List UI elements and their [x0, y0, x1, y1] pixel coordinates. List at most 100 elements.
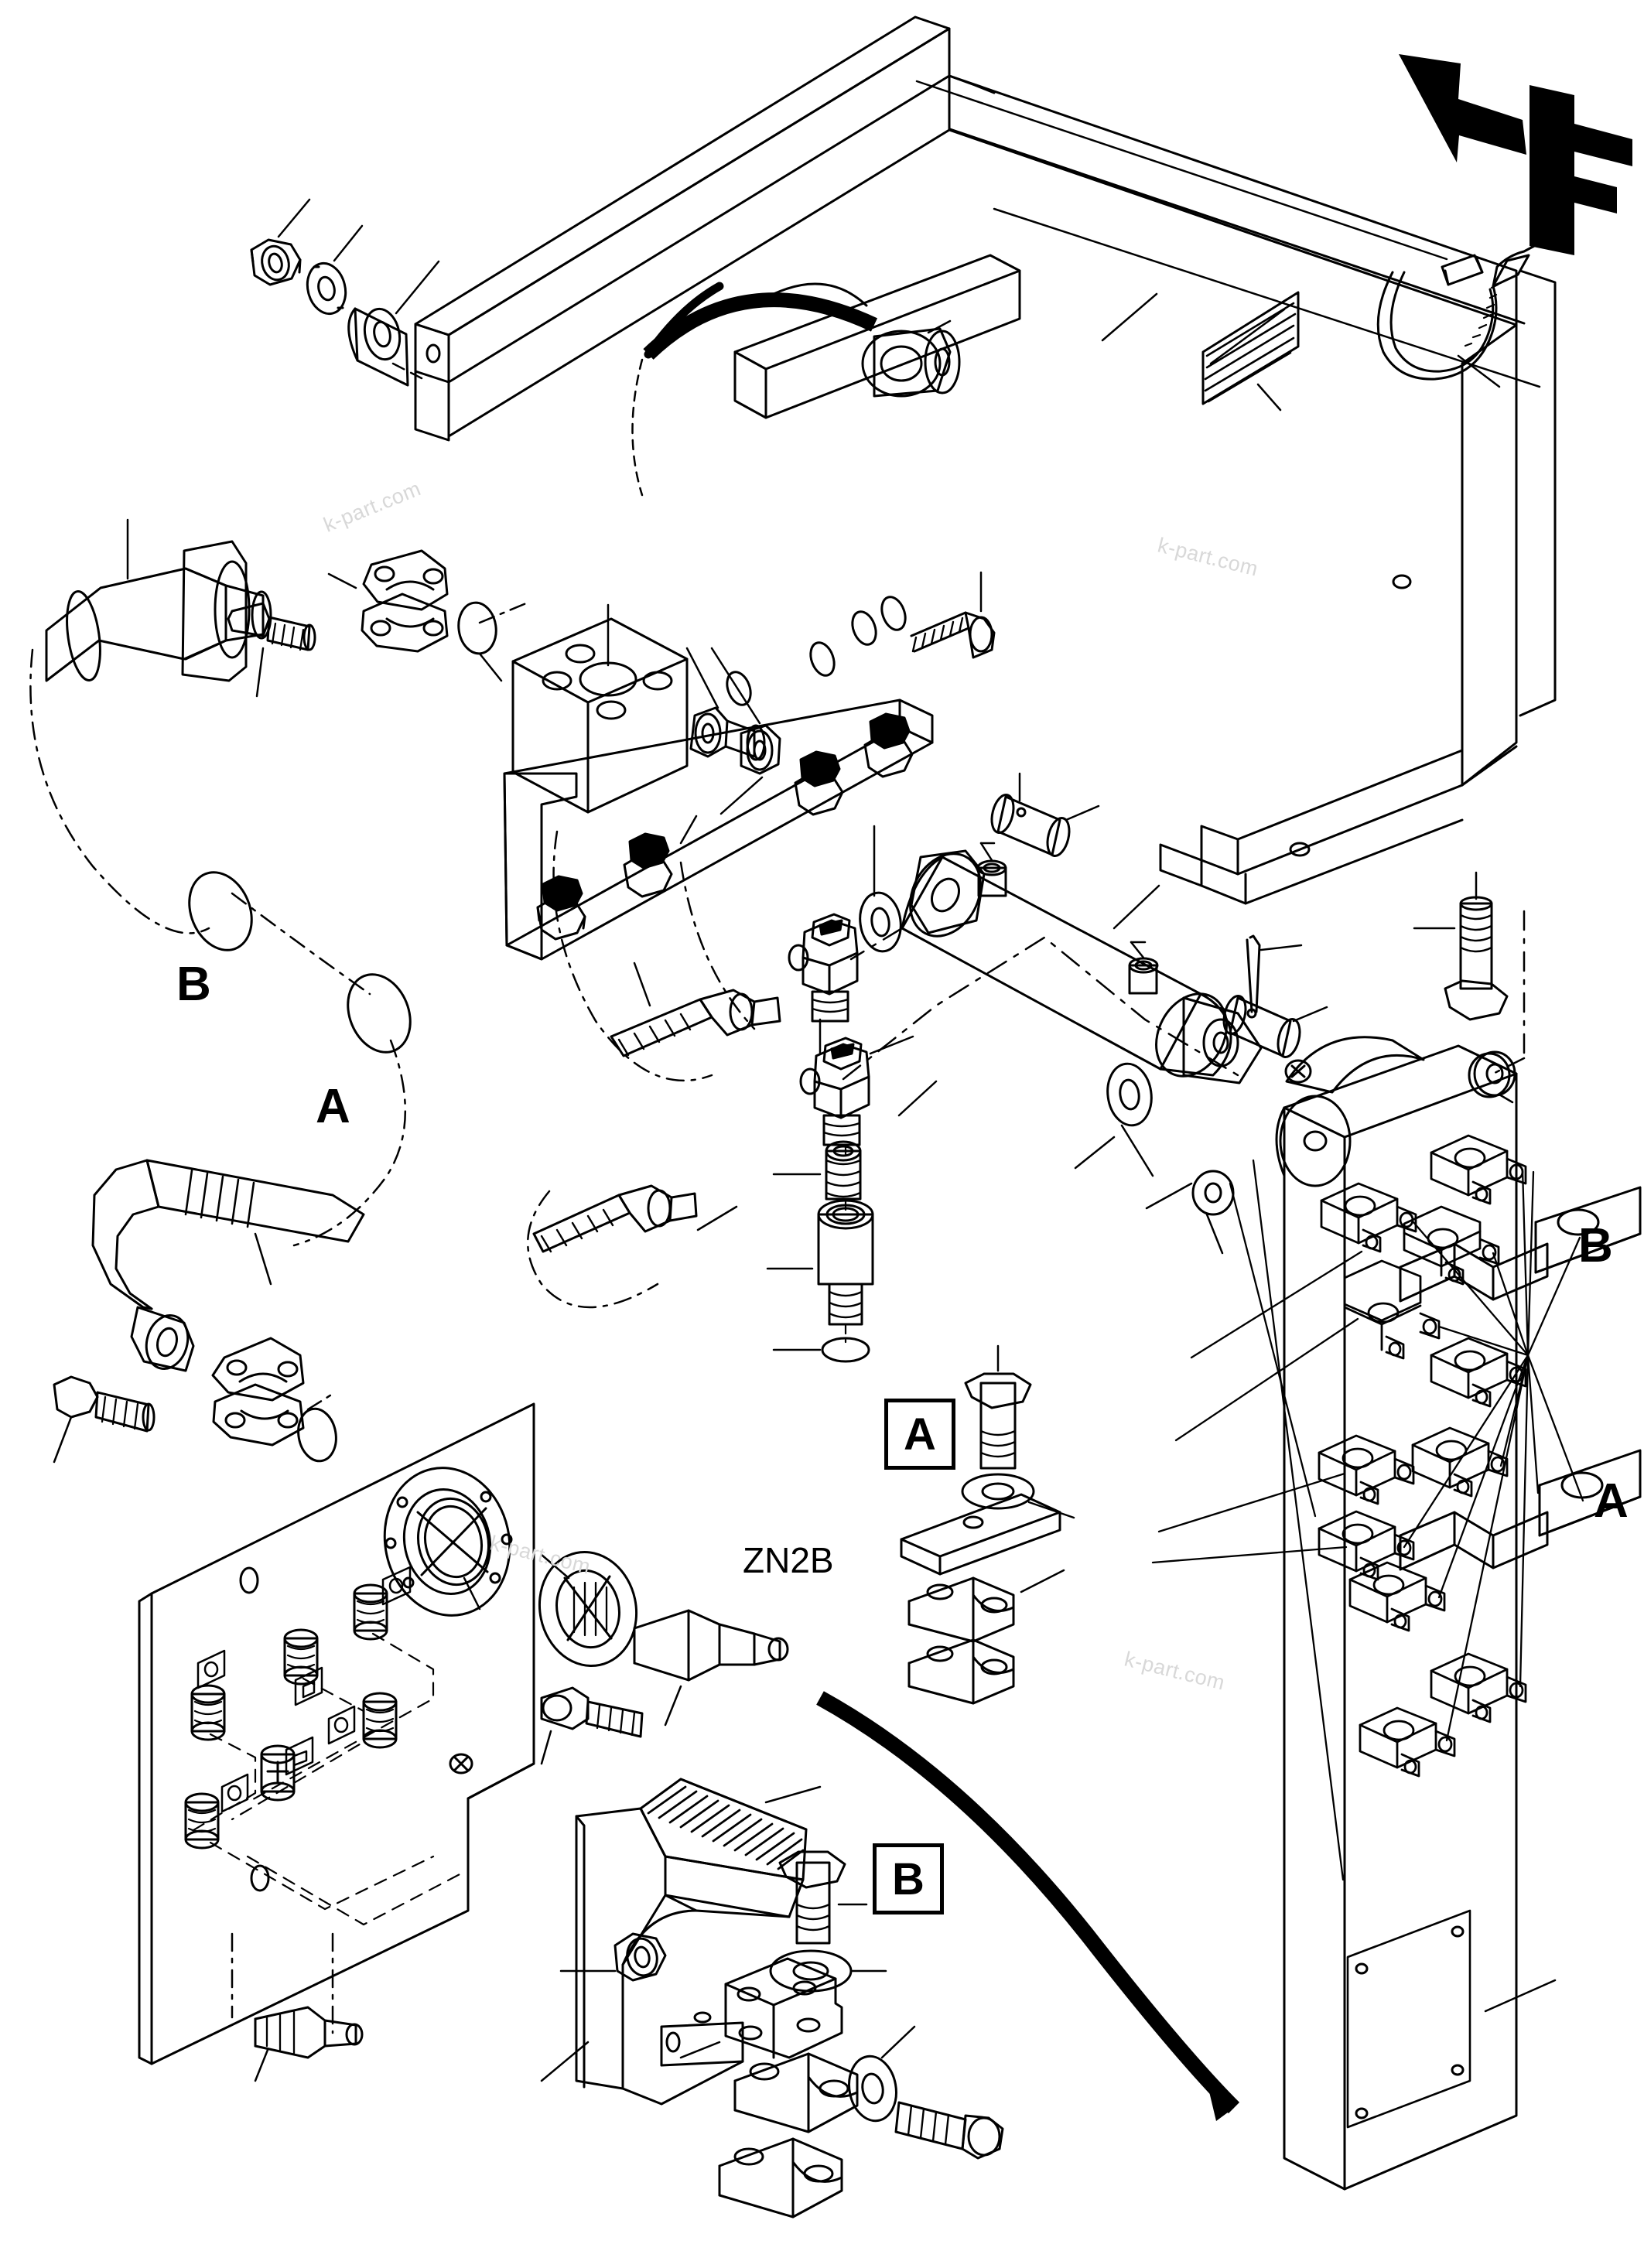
column-side-leaders: [1151, 1159, 1363, 1881]
clamp-block-group: [1318, 1134, 1527, 1778]
misc-leaders: [696, 1080, 1193, 1231]
step-bracket: [540, 1807, 805, 2106]
clamp-fan-leaders: [1403, 1168, 1584, 1742]
quick-coupler: [633, 1609, 789, 1727]
hex-nut-top: [250, 198, 311, 286]
bulkhead-fitting-bottom: [254, 2006, 364, 2082]
split-flange-halves-upper: [327, 549, 449, 653]
reducer-bushing: [772, 1140, 862, 1201]
o-ring-seal-center: [772, 1337, 870, 1363]
bracket-hex-bolts: [536, 712, 914, 941]
boxed-label-a: A: [884, 1399, 955, 1470]
step-bolt-right: [894, 2101, 1004, 2160]
step-hex-bolt: [778, 1850, 868, 1945]
reference-label-b-left: B: [176, 958, 211, 1011]
hose-crimp-marks: [184, 1169, 255, 1228]
cylinder-axis: [842, 936, 1239, 1081]
clamp-block: [1359, 1706, 1456, 1778]
step-flat-washer: [769, 1949, 887, 1993]
cable-tie: [1376, 244, 1537, 388]
retainer-washer-right: [1468, 1052, 1511, 1098]
threaded-adapter-b: [532, 1184, 698, 1253]
bulkhead-mounting-plate: [138, 1402, 535, 2065]
grease-fitting-1: [976, 842, 1007, 897]
o-ring-upper: [457, 601, 503, 682]
clevis-pin-lower: [1222, 995, 1328, 1058]
step-washer-right: [848, 2025, 916, 2123]
z-bracket-a: [1399, 1511, 1549, 1571]
flange-cap-assembly: [538, 1550, 638, 1668]
ref-leader-a: [292, 1039, 406, 1247]
hydraulic-hose-upper: [45, 518, 272, 682]
vertical-mast-column: [1275, 1036, 1557, 2191]
hose-routing-swoosh: [816, 1691, 1240, 2121]
ref-leader-b2: [231, 892, 371, 996]
clamp-block: [1430, 1337, 1527, 1408]
bolt-axis-right2: [1492, 1057, 1526, 1075]
hatched-decal-plate: [1201, 291, 1300, 412]
clamp-block-pair-center: [907, 1569, 1065, 1705]
part-code-zn2b: ZN2B: [743, 1540, 834, 1580]
bulkhead-fittings: [184, 1583, 398, 1850]
adapter-nipple: [766, 1199, 874, 1326]
flange-seal-assembly: [383, 1467, 513, 1617]
threaded-adapter-a: [610, 962, 781, 1057]
split-flange-bolt-upper: [227, 602, 316, 698]
flat-washer-top: [306, 224, 364, 316]
reference-label-b-right: B: [1578, 1219, 1613, 1272]
flat-plate-shim: [900, 1493, 1075, 1576]
axis-dashdot-3: [679, 861, 756, 1030]
arc-guide: [631, 358, 644, 497]
flat-washer-center-a: [961, 1473, 1035, 1510]
forward-direction-arrow: [1399, 54, 1526, 162]
clamp-block: [1430, 1134, 1527, 1205]
assembly-direction-arc: [643, 282, 878, 360]
tread-grooves: [647, 1785, 805, 1870]
clamp-block: [1411, 1426, 1509, 1498]
boxed-label-b: B: [873, 1843, 944, 1914]
hex-bolt-center-a: [964, 1344, 1032, 1470]
main-frame-beam-channel: [414, 15, 1557, 905]
clamp-rail-a: [1538, 1449, 1642, 1537]
cylinder-axis-2: [849, 927, 904, 961]
tube-fitting-pair: [685, 647, 781, 775]
threaded-stud-right: [910, 571, 996, 659]
valve-block: [511, 603, 689, 814]
hydraulic-hose-lower: [91, 1159, 365, 1372]
o-ring-lower: [297, 1407, 337, 1463]
step-clamp-block-pair: [718, 2052, 859, 2218]
cylinder-washer-left: [859, 825, 902, 953]
step-lock-nut: [559, 1932, 667, 1982]
reference-label-a-left: A: [316, 1080, 350, 1133]
clamp-rail-b: [1534, 1186, 1642, 1274]
clamp-block: [1348, 1561, 1446, 1632]
clamp-block: [1320, 1182, 1417, 1253]
hose-route-hidden: [192, 1632, 466, 1926]
flange-bolt-lower: [53, 1375, 156, 1464]
clamp-block: [1318, 1510, 1415, 1581]
axis-dashdot-1: [478, 602, 528, 624]
elbow-fitting-upper: [788, 913, 859, 1069]
axis-dashdot-2: [552, 830, 713, 1082]
step-mount-bracket: [679, 1957, 843, 2059]
pivot-bushing: [861, 319, 961, 398]
retainer-bolt-right: [1413, 871, 1509, 1021]
reference-ellipse-b: [188, 871, 253, 951]
forward-letter-f: [1530, 85, 1632, 255]
pivot-mount-block: [733, 254, 1021, 419]
cylinder-washer-right: [1106, 1062, 1154, 1177]
clevis-pin-upper: [990, 772, 1100, 857]
socket-head-screw-plate: [540, 1686, 644, 1765]
axis-dashdot-4: [306, 1392, 334, 1411]
step-tread-plate: [639, 1778, 822, 1881]
cotter-pin: [1246, 934, 1303, 1013]
bushing-spacer-top: [347, 260, 440, 387]
split-flange-halves-lower: [211, 1337, 305, 1447]
elbow-fitting-lower: [799, 1035, 914, 1146]
clamp-block: [1430, 1652, 1527, 1723]
ref-leader-b: [29, 648, 210, 934]
reference-label-a-right: A: [1594, 1474, 1629, 1528]
clamp-block: [1318, 1434, 1415, 1505]
